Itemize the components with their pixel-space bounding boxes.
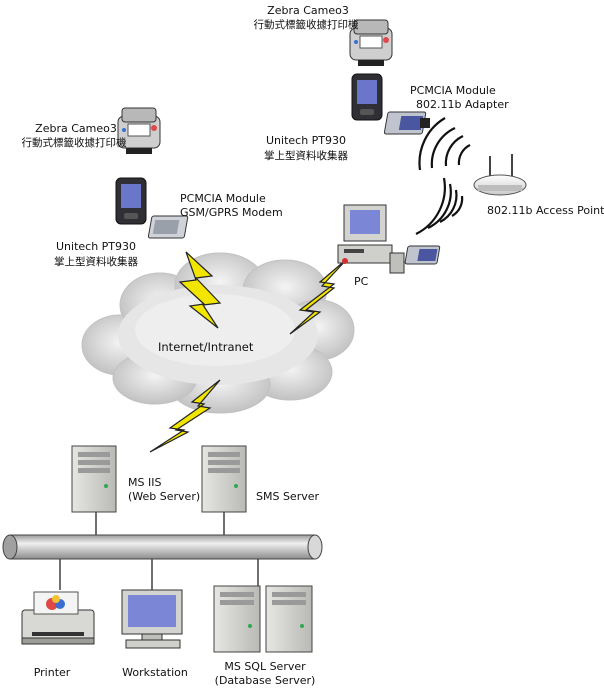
gprs-card-label-2: GSM/GPRS Modem	[180, 206, 283, 219]
sql-label-2: (Database Server)	[214, 674, 316, 687]
wifi-card-label-2: 802.11b Adapter	[416, 98, 509, 111]
lan-bus	[2, 534, 323, 560]
lan-printer-label: Printer	[33, 666, 71, 679]
pc-wifi-card-icon	[404, 245, 441, 265]
workstation-icon	[121, 589, 183, 649]
handheld-top-name: Unitech PT930	[265, 134, 347, 147]
printer-left-desc: 行動式標籤收據打印機	[21, 137, 127, 149]
web-server-icon	[71, 445, 117, 513]
database-server-icon	[213, 585, 313, 653]
printer-top-desc: 行動式標籤收據打印機	[253, 19, 359, 31]
gprs-card-icon	[147, 215, 189, 239]
printer-icon	[21, 591, 95, 645]
sms-server-icon	[201, 445, 247, 513]
printer-left-name: Zebra Cameo3	[35, 122, 117, 135]
gprs-card-label-1: PCMCIA Module	[180, 192, 266, 205]
pc-icon	[337, 204, 405, 274]
internet-cloud	[81, 252, 355, 414]
mobile-printer-icon	[117, 107, 161, 154]
access-point-icon	[473, 154, 527, 196]
wireless-signal-waves	[415, 117, 471, 235]
access-point-label: 802.11b Access Point	[487, 204, 604, 217]
handheld-top-desc: 掌上型資料收集器	[264, 150, 348, 162]
cloud-label: Internet/Intranet	[158, 340, 254, 354]
wifi-card-label-1: PCMCIA Module	[410, 84, 496, 97]
iis-label-1: MS IIS	[128, 476, 162, 489]
workstation-label: Workstation	[122, 666, 188, 679]
lan-connectors	[59, 512, 259, 590]
pc-label: PC	[354, 275, 369, 288]
handheld-terminal-icon	[351, 73, 383, 121]
handheld-terminal-icon	[115, 177, 147, 225]
sms-server-label: SMS Server	[256, 490, 320, 503]
iis-label-2: (Web Server)	[128, 490, 201, 503]
mobile-printer-icon	[349, 19, 393, 66]
wifi-card-icon	[383, 111, 430, 135]
printer-top-name: Zebra Cameo3	[267, 4, 349, 17]
handheld-left-desc: 掌上型資料收集器	[54, 256, 138, 268]
lightning-link-icon	[149, 251, 349, 453]
handheld-left-name: Unitech PT930	[55, 240, 137, 253]
sql-label-1: MS SQL Server	[224, 660, 306, 673]
